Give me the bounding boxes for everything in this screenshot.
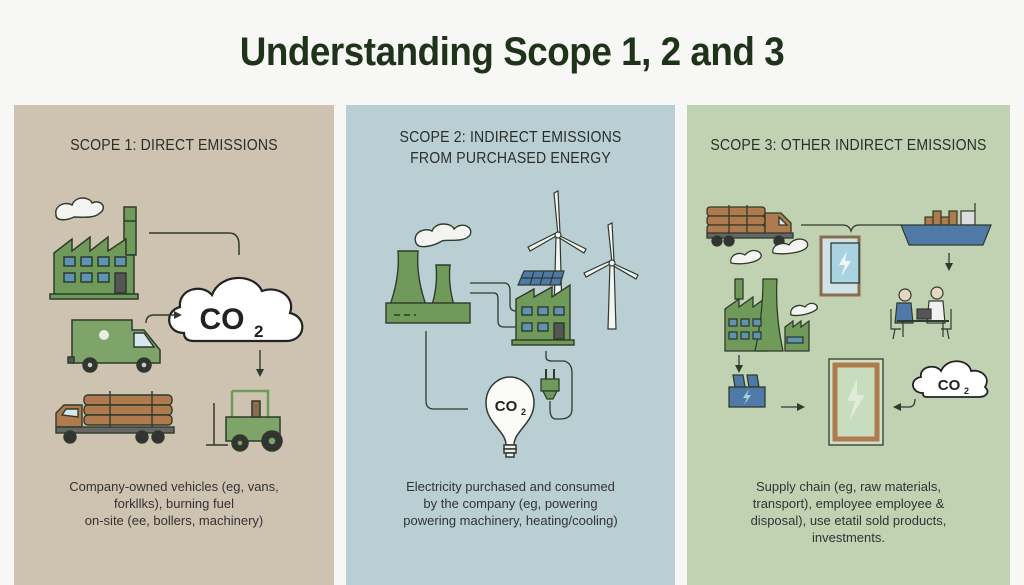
scope3-panel: SCOPE 3: OTHER INDIRECT EMISSIONS	[687, 105, 1010, 585]
svg-text:2: 2	[521, 407, 526, 417]
scope2-heading: SCOPE 2: INDIRECT EMISSIONS FROM PURCHAS…	[366, 127, 656, 169]
battery-icon	[728, 374, 766, 408]
factory-icon	[724, 238, 818, 352]
power-plant-icon	[385, 250, 471, 324]
svg-text:CO: CO	[938, 377, 961, 394]
log-truck-icon	[55, 391, 175, 444]
scope2-heading-line2: FROM PURCHASED ENERGY	[410, 150, 611, 167]
co2-cloud-icon: CO 2	[168, 276, 304, 343]
scope3-heading: SCOPE 3: OTHER INDIRECT EMISSIONS	[710, 137, 987, 154]
electric-plug-icon	[540, 351, 573, 420]
lightbulb-co2-icon: CO 2	[485, 376, 535, 458]
scope1-heading: SCOPE 1: DIRECT EMISSIONS	[70, 137, 278, 154]
solar-panel-icon	[517, 270, 565, 286]
scope2-illustration: CO 2	[385, 190, 639, 458]
scope3-description: Supply chain (eg, raw materials, transpo…	[750, 479, 947, 545]
scope2-panel: SCOPE 2: INDIRECT EMISSIONS FROM PURCHAS…	[346, 105, 675, 585]
co2-cloud-icon: CO 2	[912, 360, 989, 398]
delivery-van-icon	[67, 319, 161, 373]
log-truck-icon	[706, 205, 794, 247]
scope1-panel: SCOPE 1: DIRECT EMISSIONS CO 2	[14, 105, 334, 585]
scope1-illustration: CO 2	[49, 197, 304, 452]
scope3-illustration: CO 2	[706, 203, 992, 446]
scope2-heading-line1: SCOPE 2: INDIRECT EMISSIONS	[399, 129, 622, 146]
factory-icon	[511, 283, 575, 346]
window-frame-icon	[819, 235, 861, 297]
office-workers-icon	[890, 286, 952, 340]
scope1-description: Company-owned vehicles (eg, vans, forkll…	[69, 479, 279, 528]
page-title: Understanding Scope 1, 2 and 3	[239, 30, 785, 74]
svg-text:CO: CO	[200, 303, 245, 336]
cargo-ship-icon	[900, 203, 992, 246]
factory-icon	[49, 197, 139, 300]
window-frame-icon	[828, 358, 884, 446]
forklift-icon	[206, 389, 283, 452]
svg-text:2: 2	[964, 386, 969, 396]
scope2-description: Electricity purchased and consumed by th…	[403, 479, 618, 528]
svg-text:2: 2	[254, 322, 263, 341]
svg-text:CO: CO	[495, 398, 518, 415]
